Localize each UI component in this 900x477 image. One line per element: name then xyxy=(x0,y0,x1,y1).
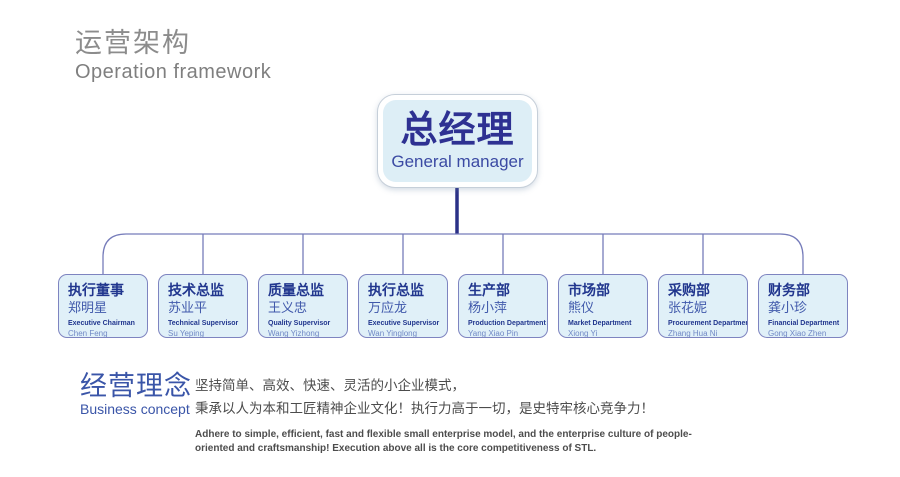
business-concept-body: 坚持简单、高效、快速、灵活的小企业模式， 秉承以人为本和工匠精神企业文化！执行力… xyxy=(195,374,755,456)
general-manager-title-en: General manager xyxy=(391,152,524,171)
node-name-en: Wan Yinglong xyxy=(368,329,418,338)
page-title: 运营架构 Operation framework xyxy=(75,28,271,84)
node-title-zh: 执行总监 xyxy=(368,282,424,298)
node-title-en: Procurement Department xyxy=(668,320,748,327)
node-name-en: Wang Yizhong xyxy=(268,329,320,338)
org-node-quality-supervisor: 质量总监 王义忠 Quality Supervisor Wang Yizhong xyxy=(258,274,348,338)
node-name-en: Chen Feng xyxy=(68,329,108,338)
branch-drop-lines xyxy=(202,234,704,275)
node-name-zh: 杨小萍 xyxy=(468,300,508,315)
node-name-zh: 苏业平 xyxy=(168,300,208,315)
node-name-zh: 郑明星 xyxy=(68,300,108,315)
concept-line-zh-2: 秉承以人为本和工匠精神企业文化！执行力高于一切，是史特牢核心竞争力！ xyxy=(195,401,654,416)
business-concept-title-zh: 经营理念 xyxy=(80,371,192,401)
org-node-procurement-department: 采购部 张花妮 Procurement Department Zhang Hua… xyxy=(658,274,748,338)
node-name-en: Zhang Hua Ni xyxy=(668,329,718,338)
node-name-zh: 龚小珍 xyxy=(768,300,808,315)
org-node-executive-chairman: 执行董事 郑明星 Executive Chairman Chen Feng xyxy=(58,274,148,338)
node-name-en: Xiong Yi xyxy=(568,329,598,338)
node-title-en: Financial Department xyxy=(768,320,840,327)
node-title-zh: 执行董事 xyxy=(68,282,124,298)
node-name-zh: 万应龙 xyxy=(368,300,408,315)
branch-rail-line xyxy=(102,233,804,275)
org-node-general-manager: 总经理 General manager xyxy=(377,94,538,188)
org-node-executive-supervisor: 执行总监 万应龙 Executive Supervisor Wan Yinglo… xyxy=(358,274,448,338)
node-title-zh: 生产部 xyxy=(468,282,510,298)
node-name-zh: 张花妮 xyxy=(668,300,708,315)
node-name-en: Yang Xiao Pin xyxy=(468,329,519,338)
node-title-zh: 质量总监 xyxy=(268,282,324,298)
page-title-zh: 运营架构 xyxy=(75,28,191,58)
general-manager-title-zh: 总经理 xyxy=(400,109,515,150)
org-node-production-department: 生产部 杨小萍 Production Department Yang Xiao … xyxy=(458,274,548,338)
org-node-technical-supervisor: 技术总监 苏业平 Technical Supervisor Su Yeping xyxy=(158,274,248,338)
node-name-zh: 王义忠 xyxy=(268,300,308,315)
page-title-en: Operation framework xyxy=(75,61,272,83)
node-title-en: Executive Chairman xyxy=(68,320,135,327)
node-title-zh: 技术总监 xyxy=(168,282,224,298)
node-title-zh: 市场部 xyxy=(568,282,610,298)
node-title-en: Executive Supervisor xyxy=(368,320,440,327)
node-title-en: Quality Supervisor xyxy=(268,320,331,327)
concept-paragraph-en: Adhere to simple, efficient, fast and fl… xyxy=(195,429,692,454)
node-title-en: Technical Supervisor xyxy=(168,320,239,327)
node-name-zh: 熊仪 xyxy=(568,300,595,315)
business-concept-title-en: Business concept xyxy=(80,401,190,417)
business-concept-title: 经营理念 Business concept xyxy=(80,371,192,418)
node-title-zh: 采购部 xyxy=(668,282,710,298)
org-node-financial-department: 财务部 龚小珍 Financial Department Gong Xiao Z… xyxy=(758,274,848,338)
org-node-general-manager-panel: 总经理 General manager xyxy=(383,100,532,182)
node-name-en: Su Yeping xyxy=(168,329,205,338)
org-node-market-department: 市场部 熊仪 Market Department Xiong Yi xyxy=(558,274,648,338)
node-title-en: Production Department xyxy=(468,320,546,327)
node-name-en: Gong Xiao Zhen xyxy=(768,329,827,338)
node-title-zh: 财务部 xyxy=(768,282,810,298)
node-title-en: Market Department xyxy=(568,320,632,327)
concept-line-zh-1: 坚持简单、高效、快速、灵活的小企业模式， xyxy=(195,378,465,393)
